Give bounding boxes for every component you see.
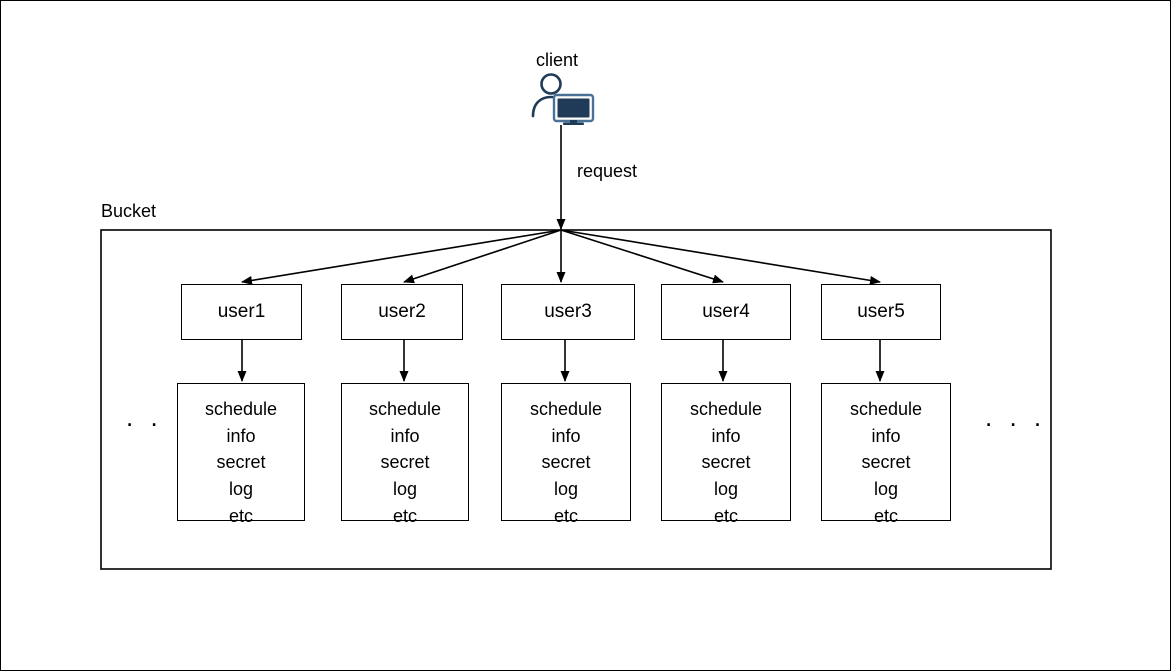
user-box-user1[interactable]: user1 [181, 284, 302, 340]
detail-line: info [226, 425, 256, 446]
user-box-user2[interactable]: user2 [341, 284, 463, 340]
detail-box-user3[interactable]: schedule info secret log etc [501, 383, 631, 526]
detail-line: etc [713, 505, 738, 526]
user-box-user5[interactable]: user5 [821, 284, 941, 340]
detail-line: schedule [204, 399, 278, 419]
detail-line: secret [541, 452, 591, 473]
request-edge-label: request [577, 161, 638, 181]
user-box-label: user3 [544, 300, 592, 322]
detail-line: schedule [368, 399, 442, 419]
client-person-computer-icon [531, 73, 595, 125]
edge-bucket-to-user4 [560, 229, 724, 284]
ellipsis-left: . . . [126, 402, 188, 432]
user-box-label: user1 [217, 300, 266, 322]
detail-line: etc [392, 505, 417, 526]
detail-line: info [390, 425, 420, 446]
detail-line: log [713, 478, 739, 499]
edge-bucket-to-user5 [560, 229, 881, 285]
user-box-label: user2 [378, 300, 426, 322]
user-box-label: user5 [857, 300, 905, 322]
detail-line: secret [861, 452, 911, 473]
edge-bucket-to-user1 [241, 229, 562, 285]
detail-line: log [553, 478, 579, 499]
edge-bucket-to-user2 [403, 229, 562, 284]
detail-line: etc [228, 505, 253, 526]
detail-box-user1[interactable]: schedule info secret log etc [177, 383, 305, 526]
detail-line: info [871, 425, 901, 446]
detail-line: secret [380, 452, 430, 473]
detail-box-user4[interactable]: schedule info secret log etc [661, 383, 791, 526]
detail-line: schedule [529, 399, 603, 419]
detail-line: schedule [689, 399, 763, 419]
client-label: client [536, 50, 579, 70]
detail-line: secret [701, 452, 751, 473]
detail-line: log [392, 478, 418, 499]
user-box-user4[interactable]: user4 [661, 284, 791, 340]
detail-box-user5[interactable]: schedule info secret log etc [821, 383, 951, 526]
detail-line: secret [216, 452, 266, 473]
detail-line: etc [873, 505, 898, 526]
user-box-label: user4 [702, 300, 750, 322]
detail-line: info [711, 425, 741, 446]
bucket-container [100, 229, 1052, 570]
detail-line: log [228, 478, 254, 499]
user-box-user3[interactable]: user3 [501, 284, 635, 340]
detail-box-user2[interactable]: schedule info secret log etc [341, 383, 469, 526]
detail-line: info [551, 425, 581, 446]
detail-line: log [873, 478, 899, 499]
bucket-label: Bucket [101, 201, 157, 221]
ellipsis-right: . . . [985, 402, 1047, 432]
detail-line: schedule [849, 399, 923, 419]
detail-line: etc [553, 505, 578, 526]
